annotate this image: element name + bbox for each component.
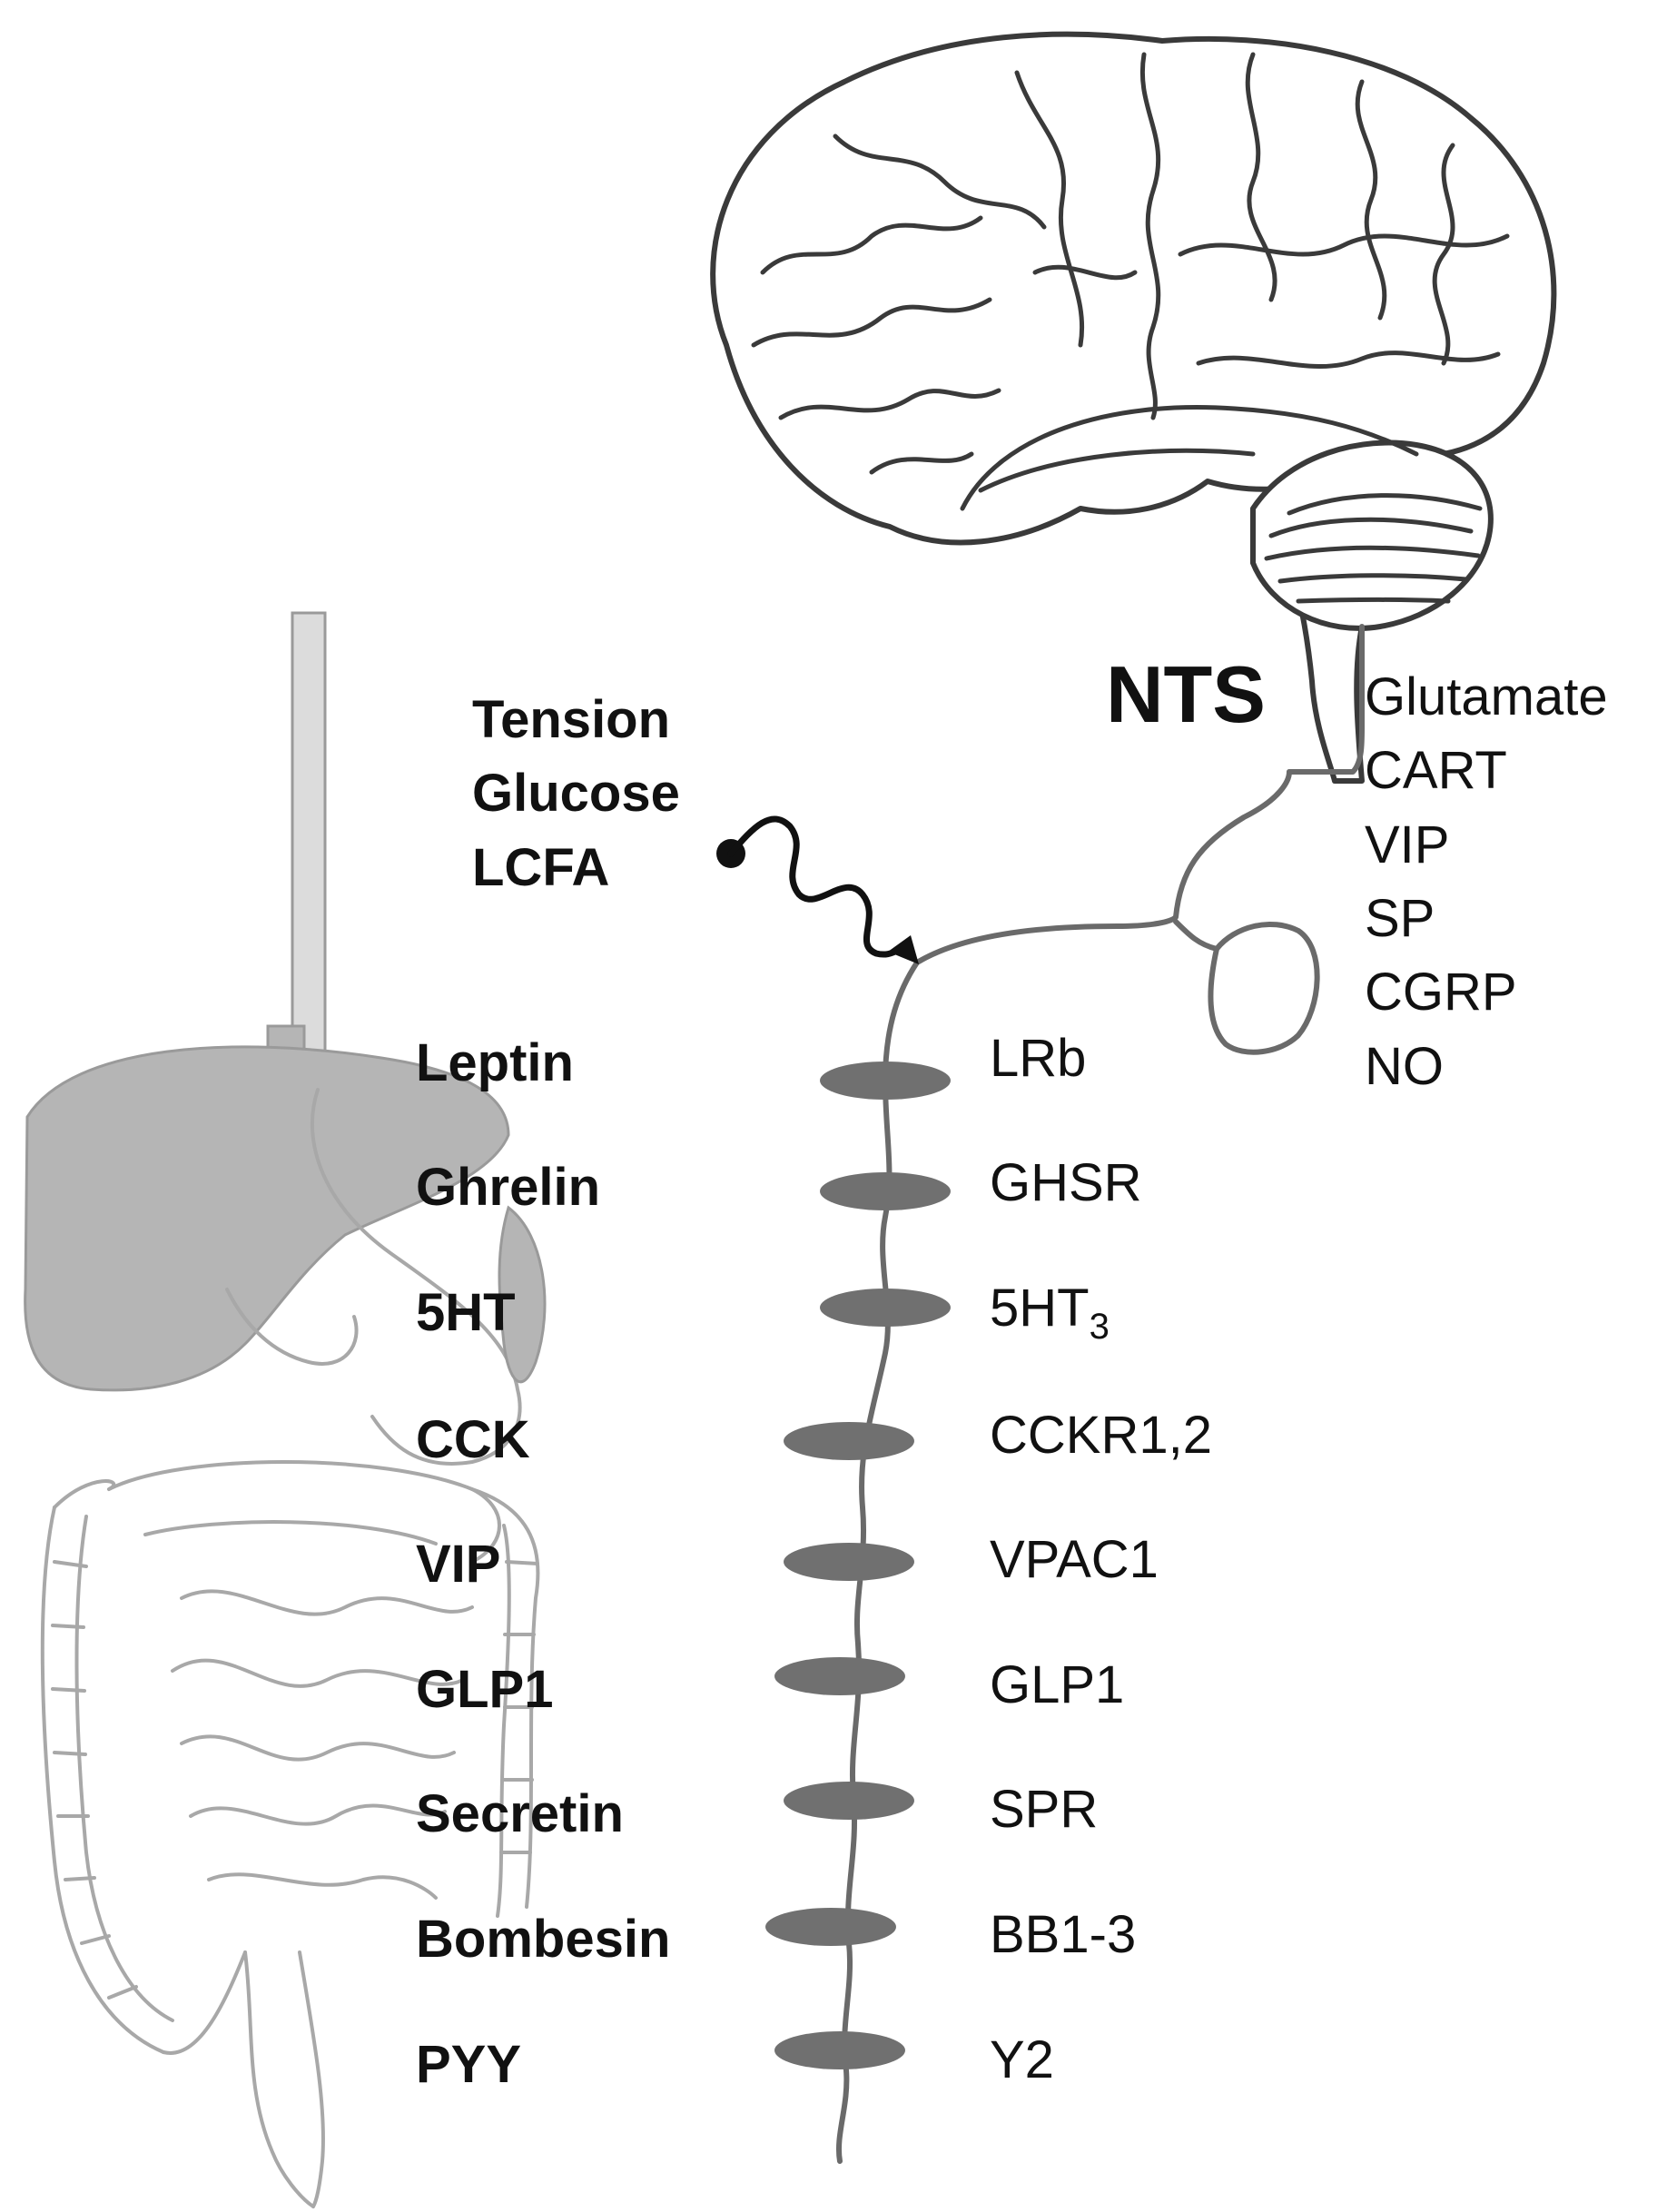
neurotransmitter-label: CART xyxy=(1365,741,1507,800)
receptor-list: LRb GHSR 5HT3 CCKR1,2 VPAC1 GLP1 SPR BB1… xyxy=(990,1029,1212,2089)
receptor-label: SPR xyxy=(990,1780,1098,1839)
ligand-label: Leptin xyxy=(416,1033,574,1092)
ligand-label: 5HT xyxy=(416,1283,516,1342)
stimulus-label: LCFA xyxy=(472,838,609,897)
neurotransmitter-label: SP xyxy=(1365,889,1435,948)
ligand-label: VIP xyxy=(416,1535,501,1594)
ligand-label: GLP1 xyxy=(416,1660,554,1719)
receptor-label: VPAC1 xyxy=(990,1530,1159,1589)
receptor-site xyxy=(784,1543,914,1581)
receptor-site xyxy=(765,1908,896,1946)
receptor-label: BB1-3 xyxy=(990,1905,1136,1964)
receptor-site xyxy=(784,1422,914,1460)
neurotransmitter-list: Glutamate CART VIP SP CGRP NO xyxy=(1365,667,1608,1096)
brain-illustration xyxy=(710,31,1557,784)
receptor-label-subscript: 3 xyxy=(1090,1307,1110,1347)
ligand-label: Secretin xyxy=(416,1784,624,1843)
receptor-site xyxy=(820,1062,951,1100)
neurotransmitter-label: CGRP xyxy=(1365,963,1517,1022)
nts-label: NTS xyxy=(1106,649,1266,739)
ligand-label: CCK xyxy=(416,1410,530,1469)
receptor-label-main: 5HT xyxy=(990,1279,1090,1338)
digestive-tract-illustration xyxy=(24,611,547,2208)
ligand-list: Leptin Ghrelin 5HT CCK VIP GLP1 Secretin… xyxy=(416,1033,670,2094)
receptor-label: 5HT3 xyxy=(990,1279,1110,1347)
receptor-site xyxy=(774,2031,905,2069)
ligand-label: Bombesin xyxy=(416,1910,670,1969)
stimuli-list: Tension Glucose LCFA xyxy=(472,690,680,897)
stimulus-label: Tension xyxy=(472,690,670,749)
receptor-label: GLP1 xyxy=(990,1655,1124,1714)
receptor-label: CCKR1,2 xyxy=(990,1406,1212,1465)
receptor-site xyxy=(820,1289,951,1327)
receptor-label: GHSR xyxy=(990,1153,1142,1212)
receptor-label: LRb xyxy=(990,1029,1086,1088)
stimulus-arrow xyxy=(716,815,919,964)
neurotransmitter-label: Glutamate xyxy=(1365,667,1608,726)
receptor-site xyxy=(820,1172,951,1210)
receptor-label: Y2 xyxy=(990,2030,1054,2089)
ligand-label: PYY xyxy=(416,2035,521,2094)
neurotransmitter-label: NO xyxy=(1365,1037,1444,1096)
receptor-site xyxy=(774,1657,905,1695)
stimulus-label: Glucose xyxy=(472,764,680,823)
neurotransmitter-label: VIP xyxy=(1365,815,1450,874)
receptor-sites xyxy=(765,1062,951,2069)
ligand-label: Ghrelin xyxy=(416,1158,600,1217)
receptor-site xyxy=(784,1782,914,1820)
